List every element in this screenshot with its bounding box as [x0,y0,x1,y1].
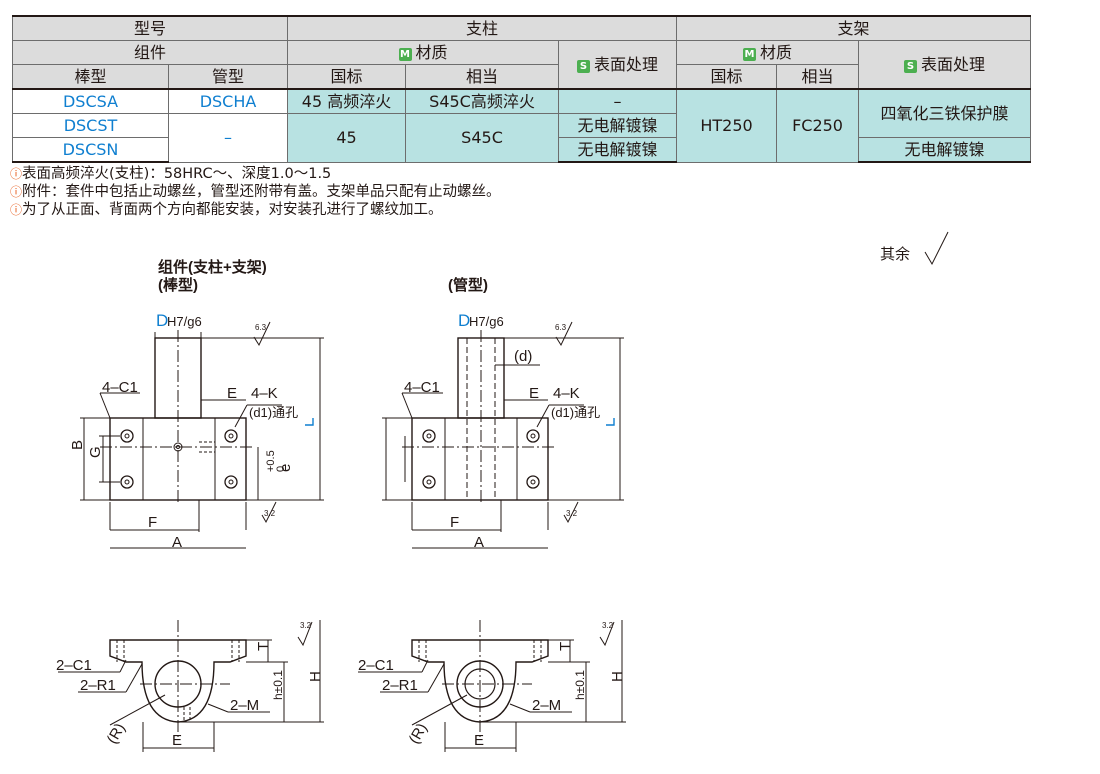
note-item: ⓘ附件：套件中包括止动螺丝，管型还附带有盖。支架单品只配有止动螺丝。 [10,184,501,200]
tube-front-view [382,330,624,549]
warning-icon: ⓘ [10,167,23,181]
svg-text:T: T [255,642,272,651]
svg-text:+0.5: +0.5 [265,450,277,472]
material-badge: M [743,47,757,61]
surface-badge: S [577,59,591,73]
notes: ⓘ表面高频淬火(支柱)：58HRC～、深度1.0～1.5 ⓘ附件：套件中包括止动… [10,165,501,219]
svg-text:e: e [277,464,294,472]
svg-text:(d): (d) [514,348,532,365]
bracket-surface-r3: 无电解镀镍 [858,137,1032,163]
svg-text:2–C1: 2–C1 [56,657,92,674]
svg-text:(d1)通孔: (d1)通孔 [249,405,298,420]
svg-text:h±0.1: h±0.1 [573,670,587,700]
bracket-equiv: FC250 [776,88,860,163]
svg-text:(R): (R) [406,720,431,747]
svg-text:H7/g6: H7/g6 [469,314,504,329]
rod-front-view [80,330,324,549]
header-rod-type: 棒型 [12,64,169,90]
title-tube: (管型) [448,276,488,294]
svg-text:h±0.1: h±0.1 [271,670,285,700]
warning-icon: ⓘ [10,203,23,217]
svg-text:2–R1: 2–R1 [382,677,418,694]
roughness-note: 其余 [880,245,910,263]
header-post-equiv: 相当 [405,64,560,90]
rod-side-view [58,620,324,752]
post-std-r1: 45 高频淬火 [287,88,407,114]
roughness-symbol-icon [924,231,949,266]
model-dscsa: DSCSA [12,88,169,114]
svg-text:D: D [156,311,168,330]
svg-text:H: H [307,671,324,682]
svg-text:T: T [557,642,574,651]
header-post: 支柱 [287,15,678,41]
header-assembly: 组件 [11,40,289,65]
warning-icon: ⓘ [10,185,23,199]
svg-text:F: F [148,514,157,531]
svg-text:B: B [69,440,86,450]
post-std-r2: 45 [287,113,407,163]
technical-drawing: 其余 [56,231,949,752]
model-dscha: DSCHA [167,88,289,114]
surface-badge: S [904,59,918,73]
svg-text:D: D [458,311,470,330]
header-post-std: 国标 [287,64,407,90]
model-dscsn: DSCSN [12,137,169,163]
note-item: ⓘ为了从正面、背面两个方向都能安装，对安装孔进行了螺纹加工。 [10,202,443,218]
title-rod: 组件(支柱+支架) [158,258,267,276]
header-tube-type: 管型 [167,64,289,90]
post-equiv-r2: S45C [405,113,560,163]
note-item: ⓘ表面高频淬火(支柱)：58HRC～、深度1.0～1.5 [10,166,332,182]
post-equiv-r1: S45C高频淬火 [405,88,560,114]
svg-text:2–C1: 2–C1 [358,657,394,674]
svg-text:4–C1: 4–C1 [102,379,138,396]
svg-text:E: E [529,385,539,402]
svg-text:E: E [227,385,237,402]
svg-text:F: F [450,514,459,531]
svg-text:(R): (R) [104,720,129,747]
post-surface-r2: 无电解镀镍 [558,113,678,138]
svg-text:(d1)通孔: (d1)通孔 [551,405,600,420]
svg-text:G: G [87,446,104,458]
svg-text:A: A [474,534,484,551]
svg-text:4–C1: 4–C1 [404,379,440,396]
svg-text:4–K: 4–K [251,385,278,402]
svg-text:6.3: 6.3 [555,323,567,332]
svg-text:2–M: 2–M [230,697,259,714]
bracket-surface-r1: 四氧化三铁保护膜 [858,88,1032,138]
tube-side-view [358,620,626,752]
svg-text:6.3: 6.3 [255,323,267,332]
header-model: 型号 [11,15,289,41]
svg-text:2–R1: 2–R1 [80,677,116,694]
header-bracket: 支架 [676,15,1032,41]
svg-text:3.2: 3.2 [300,621,312,630]
bracket-std: HT250 [676,88,778,163]
model-tube-none: – [167,113,289,163]
svg-text:2–M: 2–M [532,697,561,714]
svg-text:3.2: 3.2 [602,621,614,630]
post-surface-r1: – [558,88,678,114]
header-bracket-equiv: 相当 [776,64,860,90]
title-rod-sub: (棒型) [158,276,198,294]
svg-text:E: E [474,732,484,749]
svg-text:4–K: 4–K [553,385,580,402]
post-surface-r3: 无电解镀镍 [558,137,678,163]
svg-text:H: H [609,671,626,682]
svg-text:E: E [172,732,182,749]
svg-text:A: A [172,534,182,551]
header-bracket-std: 国标 [676,64,778,90]
svg-text:0: 0 [275,466,287,472]
material-badge: M [398,47,412,61]
svg-text:H7/g6: H7/g6 [167,314,202,329]
model-dscst: DSCST [12,113,169,138]
